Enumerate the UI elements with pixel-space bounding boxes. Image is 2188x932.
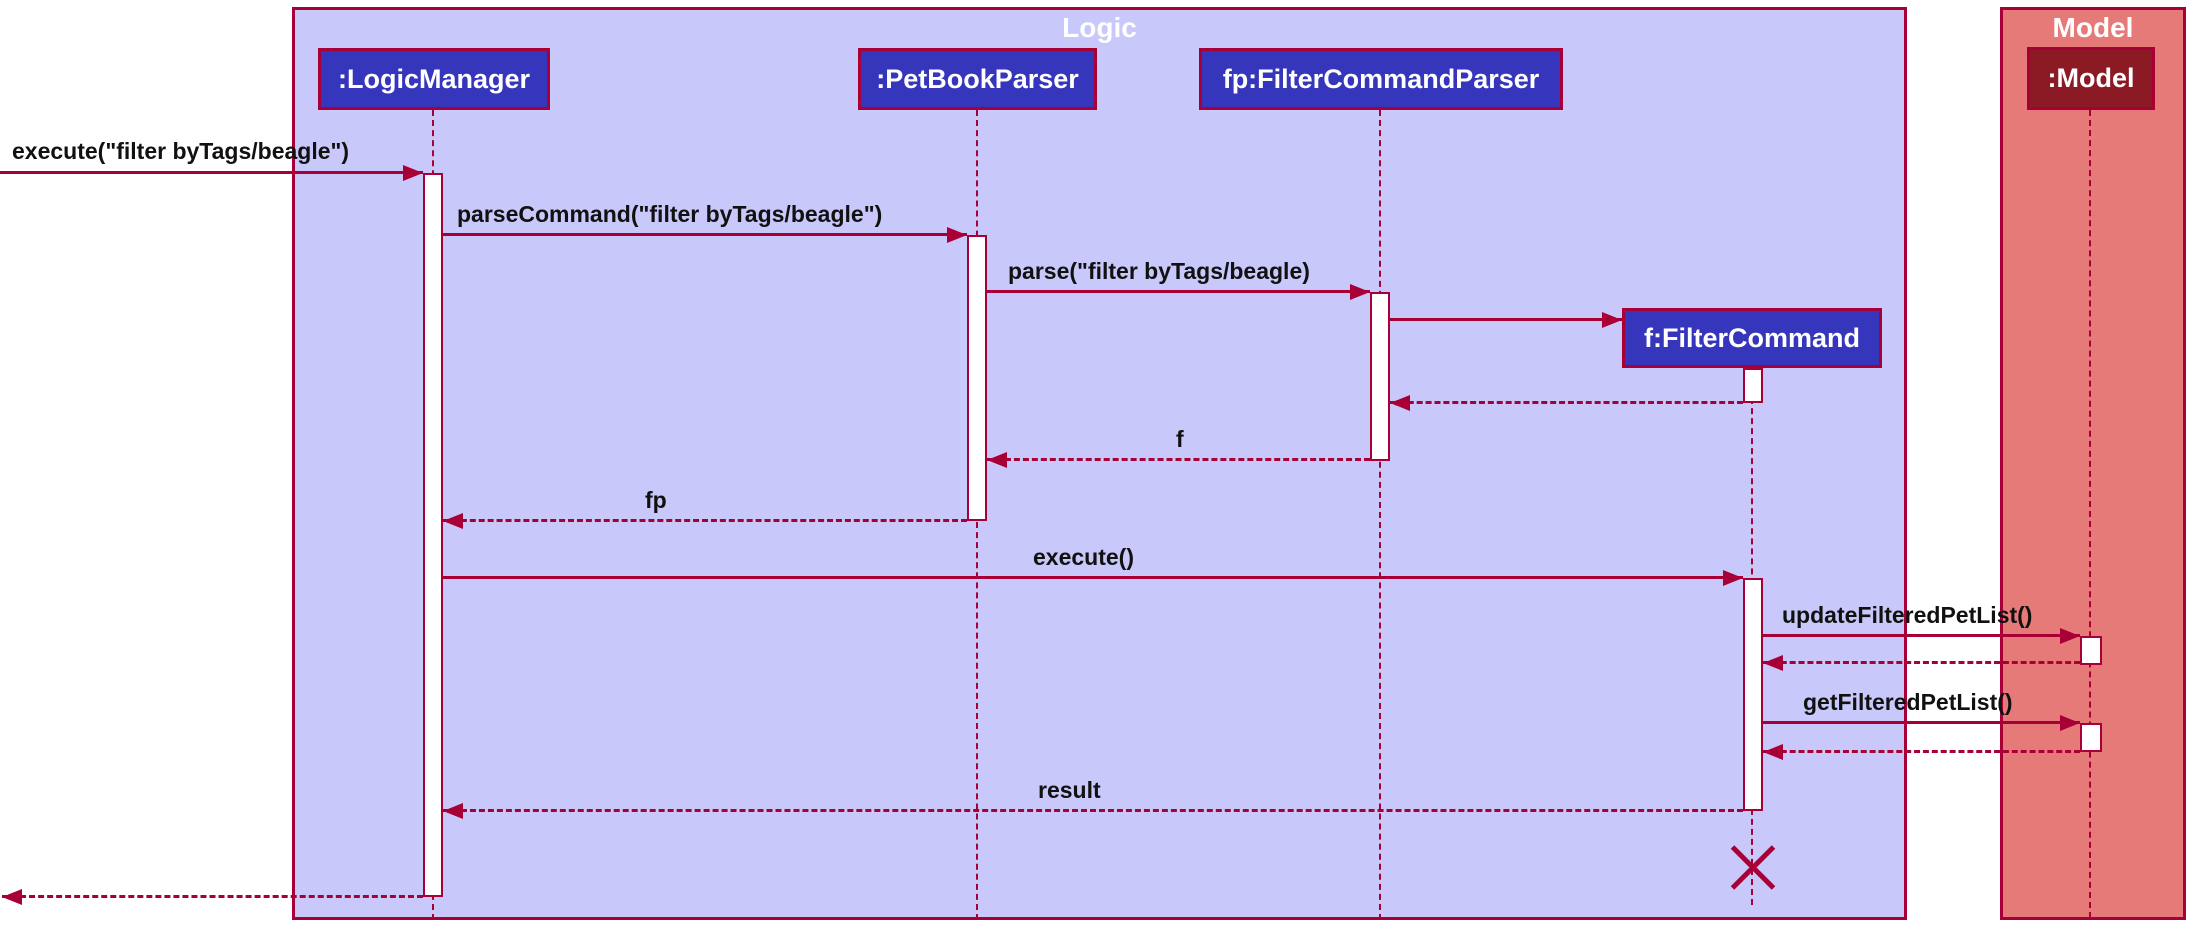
arrowhead-icon: [1602, 312, 1622, 328]
destroy-x-icon: [1730, 845, 1776, 890]
arrowhead-icon: [987, 452, 1007, 468]
activation-logicmanager: [423, 173, 443, 897]
arrowhead-icon: [947, 227, 967, 243]
message-arrow-parse: [987, 290, 1370, 293]
message-label-result: result: [1038, 777, 1101, 803]
message-label-execute-external: execute("filter byTags/beagle"): [12, 138, 350, 164]
message-arrow-parsecommand: [443, 233, 967, 236]
participant-filtercommand-label: f:FilterCommand: [1644, 322, 1860, 353]
message-label-parse: parse("filter byTags/beagle): [1008, 258, 1310, 284]
arrowhead-icon: [1350, 284, 1370, 300]
message-arrow-return-external: [2, 895, 423, 898]
message-arrow-execute: [443, 576, 1743, 579]
activation-petbookparser: [967, 235, 987, 521]
participant-filtercommand: f:FilterCommand: [1622, 308, 1882, 368]
message-label-getfilteredpetlist: getFilteredPetList(): [1803, 689, 2013, 715]
arrowhead-icon: [1390, 395, 1410, 411]
participant-filtercommandparser-label: fp:FilterCommandParser: [1222, 63, 1540, 94]
message-label-updatefilteredpetlist: updateFilteredPetList(): [1782, 602, 2033, 628]
message-arrow-updatefilteredpetlist: [1763, 634, 2080, 637]
arrowhead-icon: [2060, 628, 2080, 644]
message-arrow-return-fp: [443, 519, 967, 522]
message-arrow-return-update: [1763, 661, 2080, 664]
logic-frame: Logic: [292, 7, 1907, 920]
arrowhead-icon: [1723, 570, 1743, 586]
lifeline-model: [2089, 110, 2091, 918]
arrowhead-icon: [1763, 744, 1783, 760]
message-arrow-execute-external: [0, 171, 423, 174]
participant-logicmanager-label: :LogicManager: [337, 63, 531, 94]
participant-logicmanager: :LogicManager: [318, 48, 550, 110]
participant-filtercommandparser: fp:FilterCommandParser: [1199, 48, 1563, 110]
activation-filtercommandparser: [1370, 292, 1390, 461]
lifeline-filtercommandparser: [1379, 110, 1381, 920]
message-arrow-return-create: [1390, 401, 1743, 404]
message-arrow-return-get: [1763, 750, 2080, 753]
arrowhead-icon: [403, 165, 423, 181]
arrowhead-icon: [2, 889, 22, 905]
participant-model: :Model: [2027, 47, 2155, 110]
model-frame-title: Model: [2052, 12, 2134, 43]
model-frame: Model: [2000, 7, 2186, 920]
participant-petbookparser-label: :PetBookParser: [876, 63, 1079, 94]
logic-frame-title: Logic: [1062, 12, 1137, 43]
message-arrow-result: [443, 809, 1743, 812]
arrowhead-icon: [443, 803, 463, 819]
activation-model-update: [2080, 636, 2102, 665]
message-label-return-fp: fp: [645, 487, 667, 513]
activation-filtercommand-create: [1743, 368, 1763, 403]
message-label-return-f: f: [1176, 426, 1184, 452]
participant-petbookparser: :PetBookParser: [858, 48, 1097, 110]
activation-model-get: [2080, 723, 2102, 752]
arrowhead-icon: [443, 513, 463, 529]
message-arrow-create-filtercommand: [1390, 318, 1622, 321]
arrowhead-icon: [1763, 655, 1783, 671]
message-label-parsecommand: parseCommand("filter byTags/beagle"): [457, 201, 883, 227]
message-arrow-getfilteredpetlist: [1763, 721, 2080, 724]
arrowhead-icon: [2060, 715, 2080, 731]
participant-model-label: :Model: [2047, 63, 2135, 93]
message-label-execute: execute(): [1033, 544, 1134, 570]
activation-filtercommand-execute: [1743, 578, 1763, 811]
message-arrow-return-f: [987, 458, 1370, 461]
